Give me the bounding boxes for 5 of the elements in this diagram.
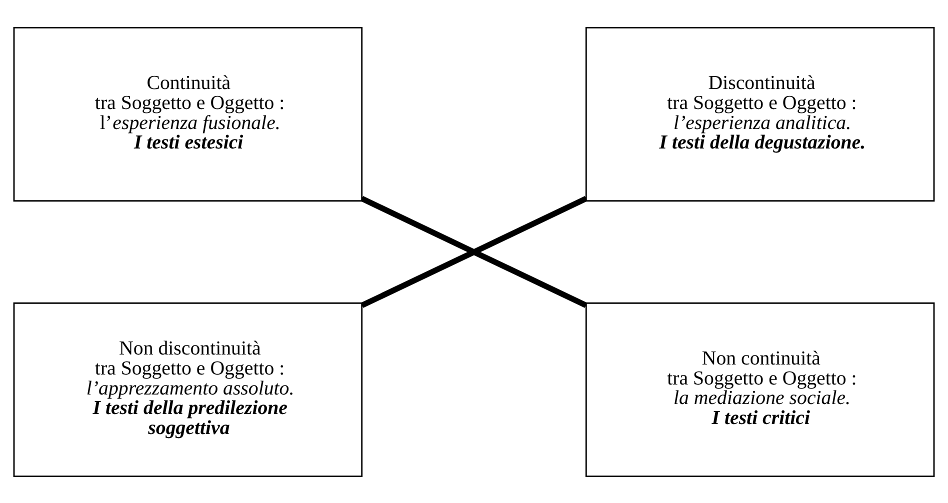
node-box: Discontinuità tra Soggetto e Oggetto : l’esperienza analitica. I testi della degustazione.: [585, 26, 935, 202]
node-box: Non discontinuità tra Soggetto e Oggetto : l’apprezzamento assoluto. I testi della predilezione soggettiva: [13, 302, 363, 477]
node-box: Non continuità tra Soggetto e Oggetto : la mediazione sociale. I testi critici: [585, 302, 935, 477]
connector: [360, 196, 588, 308]
node-box: Continuità tra Soggetto e Oggetto : l’esperienza fusionale. I testi estesici: [13, 26, 363, 202]
